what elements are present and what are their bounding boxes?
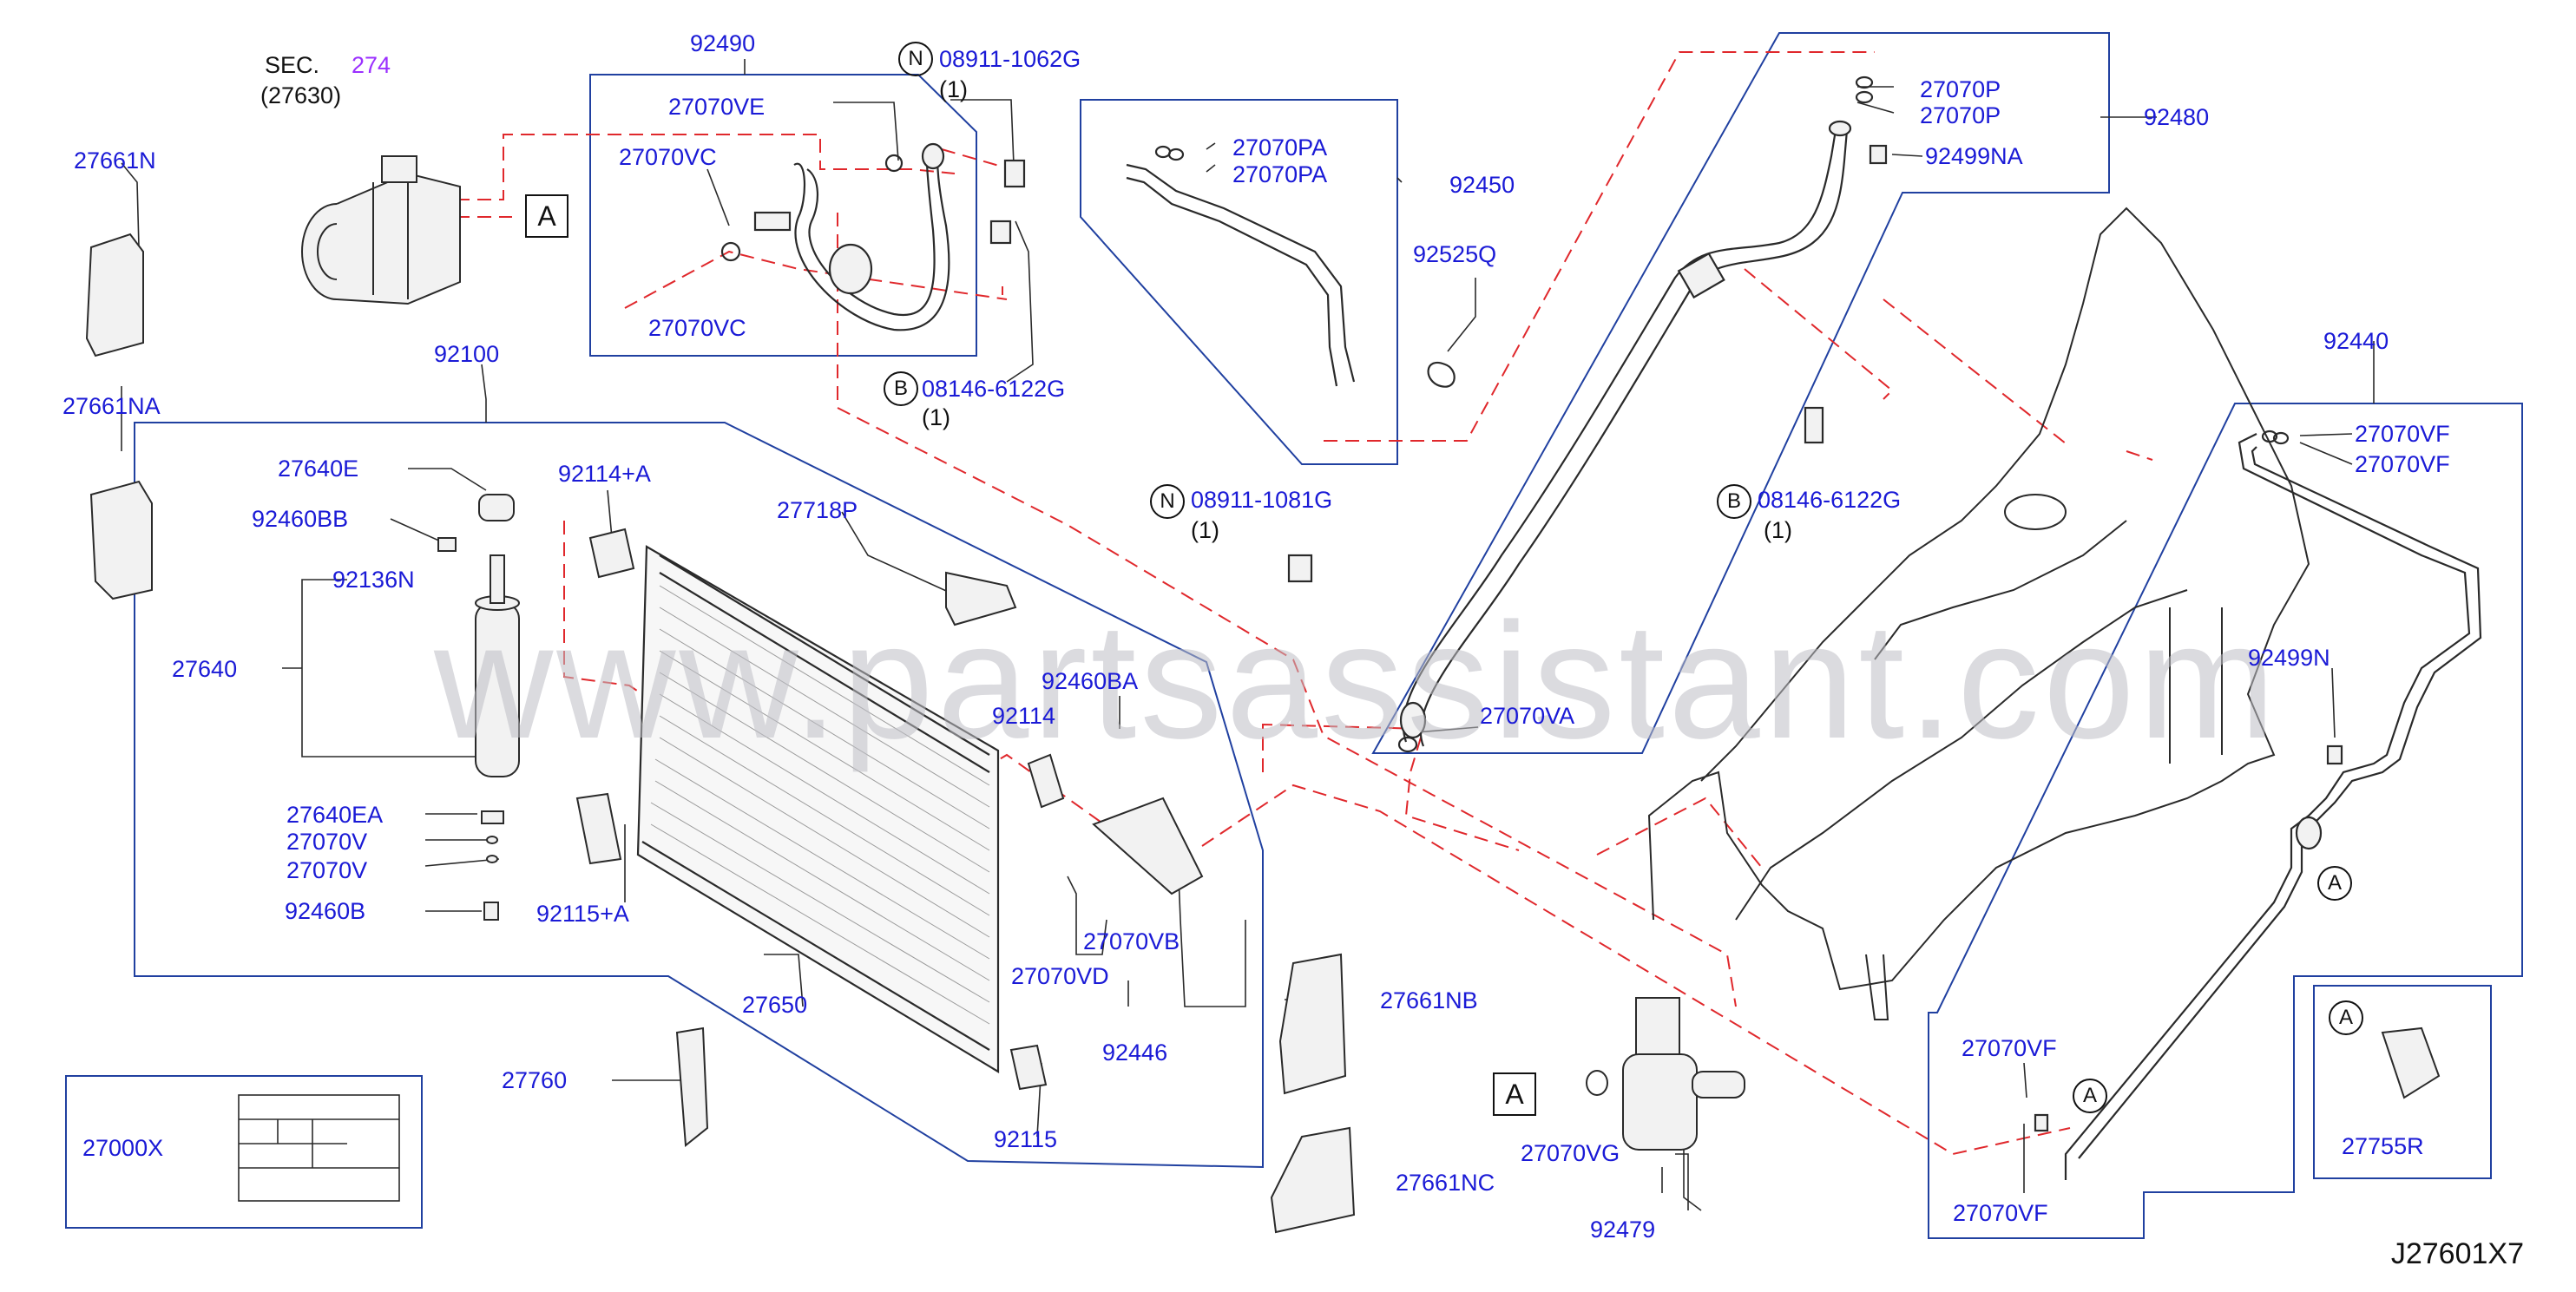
drawing-reference: J27601X7 — [2390, 1237, 2524, 1270]
label-27000x[interactable]: 27000X — [82, 1135, 164, 1161]
circle-n-1062g: N — [898, 42, 933, 76]
label-27070vc-b[interactable]: 27070VC — [648, 315, 746, 341]
label-27661na[interactable]: 27661NA — [62, 393, 161, 419]
label-92480[interactable]: 92480 — [2144, 104, 2210, 130]
callout-a-valve: A — [1493, 1072, 1536, 1116]
expansion-valve-92479 — [1586, 997, 1745, 1151]
label-27070vf-a[interactable]: 27070VF — [2355, 421, 2450, 447]
label-27661nc[interactable]: 27661NC — [1396, 1170, 1495, 1196]
qty-1081g: (1) — [1191, 517, 1219, 543]
label-08146-6122g-a[interactable]: 08146-6122G — [922, 376, 1066, 402]
callout-a-compressor: A — [525, 194, 568, 238]
pipe-92440 — [2034, 430, 2482, 1180]
label-08146-6122g-b[interactable]: 08146-6122G — [1758, 487, 1902, 513]
label-27070vf-b[interactable]: 27070VF — [2355, 451, 2450, 477]
label-sticker — [238, 1094, 400, 1202]
circle-a-92440-end: A — [2073, 1079, 2107, 1113]
label-92460b[interactable]: 92460B — [285, 898, 366, 924]
label-27070vg[interactable]: 27070VG — [1521, 1140, 1620, 1166]
label-92460bb[interactable]: 92460BB — [252, 506, 349, 532]
label-27640e[interactable]: 27640E — [278, 456, 359, 482]
label-27070v-a[interactable]: 27070V — [286, 829, 368, 855]
label-27760[interactable]: 27760 — [502, 1067, 568, 1093]
pipe-92450 — [1126, 145, 1456, 388]
sec-prefix: SEC. — [265, 52, 320, 78]
label-92114a[interactable]: 92114+A — [558, 461, 651, 487]
label-92136n[interactable]: 92136N — [332, 567, 415, 593]
label-92525q[interactable]: 92525Q — [1413, 241, 1497, 267]
label-92115[interactable]: 92115 — [994, 1126, 1058, 1152]
label-27070pa-b[interactable]: 27070PA — [1232, 161, 1328, 187]
condenser — [636, 545, 1000, 1073]
label-92450[interactable]: 92450 — [1449, 172, 1515, 198]
label-92499n[interactable]: 92499N — [2248, 645, 2330, 671]
watermark: www.partsassistant.com — [434, 589, 2279, 773]
label-27070vf-d[interactable]: 27070VF — [1953, 1200, 2048, 1226]
circle-a-27755r: A — [2329, 1000, 2363, 1035]
group-boxes — [65, 32, 2523, 1239]
box-92100 — [134, 422, 1264, 1169]
box-27000X — [65, 1075, 423, 1229]
qty-1062g: (1) — [939, 76, 968, 102]
hose-92490 — [720, 142, 1026, 331]
compressor — [301, 155, 461, 305]
label-27640ea[interactable]: 27640EA — [286, 802, 384, 828]
label-92440[interactable]: 92440 — [2323, 328, 2389, 354]
circle-b-6122g-b: B — [1717, 484, 1751, 519]
box-92480 — [1371, 32, 2110, 754]
label-27070vd[interactable]: 27070VD — [1011, 963, 1109, 989]
label-92114[interactable]: 92114 — [992, 703, 1056, 729]
body-structure — [1647, 207, 2310, 1020]
label-27070p-b[interactable]: 27070P — [1920, 102, 2001, 128]
label-27718p[interactable]: 27718P — [777, 497, 858, 523]
label-27070v-b[interactable]: 27070V — [286, 857, 368, 883]
receiver-drier — [437, 494, 520, 921]
label-92479[interactable]: 92479 — [1590, 1217, 1656, 1243]
label-92490[interactable]: 92490 — [690, 30, 756, 56]
label-27070ve[interactable]: 27070VE — [668, 94, 766, 120]
circle-a-92440: A — [2317, 866, 2352, 901]
box-92490 — [589, 74, 977, 357]
brackets — [85, 233, 2441, 1234]
label-08911-1062g[interactable]: 08911-1062G — [939, 46, 1081, 72]
label-92446[interactable]: 92446 — [1102, 1040, 1168, 1066]
label-27755r[interactable]: 27755R — [2342, 1133, 2424, 1159]
label-27070pa-a[interactable]: 27070PA — [1232, 134, 1328, 161]
label-27070vf-c[interactable]: 27070VF — [1962, 1035, 2057, 1061]
box-27755R — [2313, 985, 2492, 1179]
circle-n-1081g: N — [1150, 484, 1185, 519]
label-08911-1081g[interactable]: 08911-1081G — [1191, 487, 1333, 513]
circle-b-6122g-a: B — [884, 371, 918, 406]
label-27070va[interactable]: 27070VA — [1480, 703, 1575, 729]
label-92460ba[interactable]: 92460BA — [1042, 668, 1139, 694]
label-27661nb[interactable]: 27661NB — [1380, 987, 1478, 1013]
label-92499na[interactable]: 92499NA — [1925, 143, 2023, 169]
box-92440 — [1928, 403, 2523, 1239]
qty-6122g-b: (1) — [1764, 517, 1792, 543]
condenser-fins — [650, 585, 990, 1025]
sec-number[interactable]: 274 — [352, 52, 391, 78]
label-27640[interactable]: 27640 — [172, 656, 238, 682]
hose-92480 — [1287, 75, 1888, 753]
box-92450 — [1080, 99, 1398, 465]
qty-6122g-a: (1) — [922, 404, 950, 430]
label-92115a[interactable]: 92115+A — [536, 901, 629, 927]
label-27661n[interactable]: 27661N — [74, 148, 156, 174]
sec-sub: (27630) — [260, 82, 342, 108]
label-27070p-a[interactable]: 27070P — [1920, 76, 2001, 102]
label-92100[interactable]: 92100 — [434, 341, 500, 367]
label-27650[interactable]: 27650 — [742, 992, 808, 1018]
label-27070vb[interactable]: 27070VB — [1083, 928, 1180, 954]
label-27070vc-a[interactable]: 27070VC — [619, 144, 717, 170]
